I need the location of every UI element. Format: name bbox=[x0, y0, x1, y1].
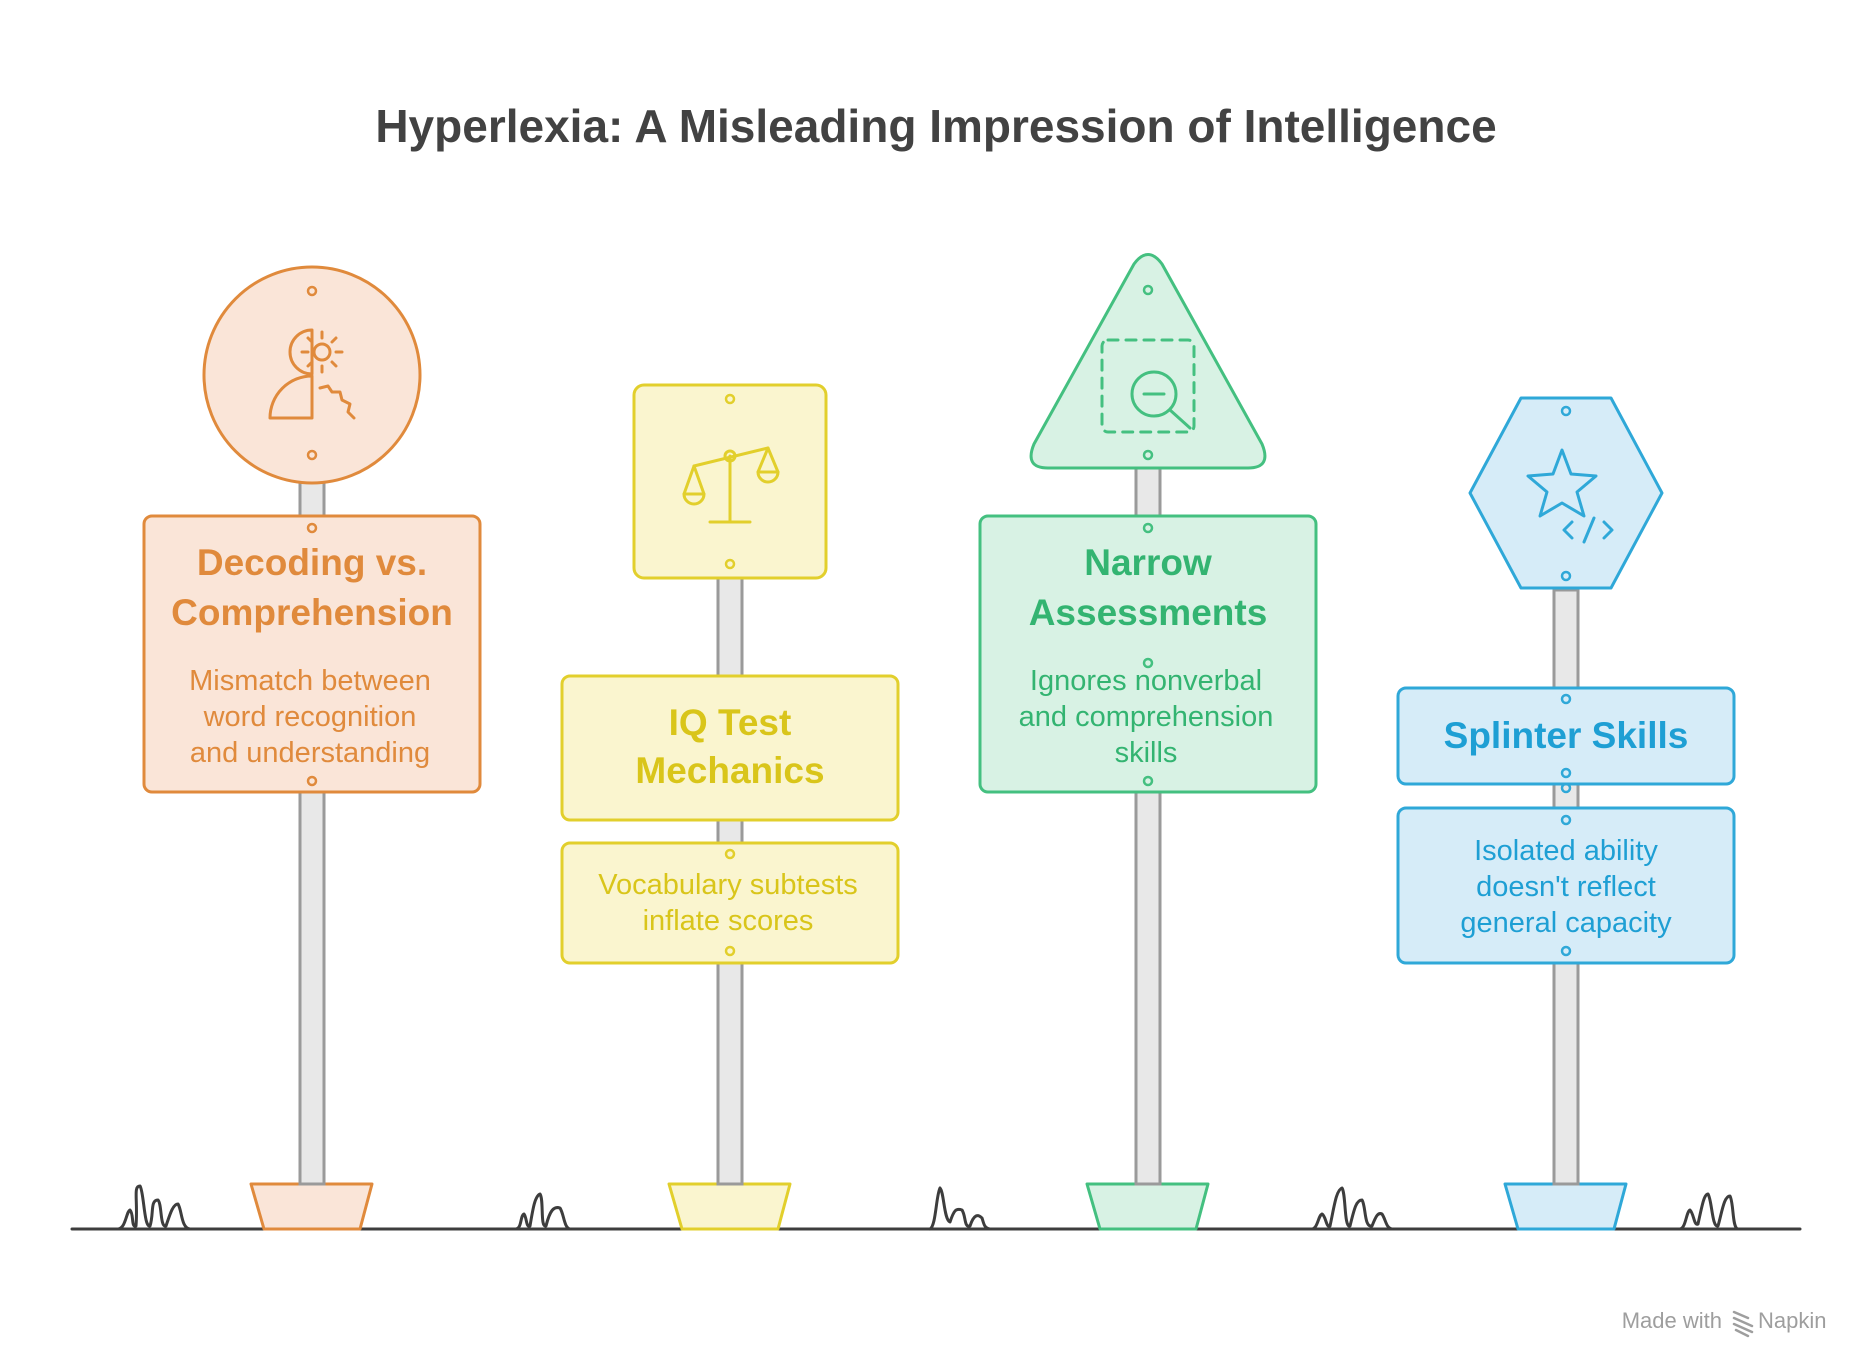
page-title: Hyperlexia: A Misleading Impression of I… bbox=[375, 100, 1496, 152]
rivet bbox=[724, 848, 736, 860]
rivet bbox=[1560, 814, 1572, 826]
rivet bbox=[724, 558, 736, 570]
sign-card bbox=[560, 841, 900, 965]
sign-heading: IQ Test bbox=[669, 702, 792, 743]
signpost-base bbox=[667, 1182, 792, 1231]
rivet bbox=[1560, 570, 1572, 582]
sign-description: inflate scores bbox=[643, 905, 814, 937]
rivet bbox=[1560, 945, 1572, 957]
sign-card bbox=[978, 514, 1318, 794]
sign-card bbox=[142, 514, 482, 794]
sign-heading: Mechanics bbox=[635, 750, 824, 791]
signpost-narrow-assessments: Narrow Assessments Ignores nonverbal and… bbox=[978, 253, 1318, 1231]
rivet bbox=[1560, 767, 1572, 779]
rivet bbox=[1142, 522, 1154, 534]
rivet bbox=[306, 775, 318, 787]
sign-description: and understanding bbox=[190, 737, 430, 769]
sign-card bbox=[560, 674, 900, 822]
star-code-icon bbox=[1526, 448, 1614, 544]
rivet bbox=[1142, 449, 1154, 461]
rivet bbox=[306, 522, 318, 534]
sign-description: and comprehension bbox=[1019, 701, 1274, 733]
signpost-base bbox=[1085, 1182, 1210, 1231]
sign-heading: Narrow bbox=[1084, 542, 1212, 583]
signpost-splinter-skills: Splinter Skills Isolated ability doesn't… bbox=[1396, 396, 1736, 1231]
napkin-watermark: Made with Napkin bbox=[1622, 1308, 1826, 1338]
sign-description: skills bbox=[1115, 737, 1178, 769]
magnifier-zoom-out-icon bbox=[1100, 338, 1196, 434]
sign-heading: Comprehension bbox=[171, 592, 453, 633]
grass-tuft bbox=[116, 1184, 192, 1231]
sign-heading: Assessments bbox=[1029, 592, 1268, 633]
hexagon-sign bbox=[1468, 396, 1664, 590]
grass-tuft bbox=[928, 1186, 992, 1231]
sign-description: Mismatch between bbox=[189, 665, 431, 697]
sign-description: Ignores nonverbal bbox=[1030, 665, 1262, 697]
rivet bbox=[1142, 284, 1154, 296]
brain-gear-icon bbox=[268, 328, 356, 420]
napkin-logo-icon bbox=[1732, 1310, 1754, 1338]
rivet bbox=[1142, 775, 1154, 787]
signpost-base bbox=[1503, 1182, 1628, 1231]
balance-scale-icon bbox=[682, 446, 780, 524]
rivet bbox=[1560, 405, 1572, 417]
sign-description: Vocabulary subtests bbox=[598, 869, 858, 901]
sign-description: doesn't reflect bbox=[1476, 871, 1656, 903]
sign-description: Isolated ability bbox=[1474, 835, 1658, 867]
rivet bbox=[1142, 657, 1154, 669]
signpost-decoding-vs-comprehension: Decoding vs. Comprehension Mismatch betw… bbox=[142, 265, 482, 1231]
made-with-label: Made with bbox=[1622, 1308, 1722, 1333]
grass-tuft bbox=[514, 1192, 572, 1231]
grass-tuft bbox=[1678, 1192, 1740, 1231]
signpost-base bbox=[249, 1182, 374, 1231]
sign-card bbox=[1396, 806, 1736, 965]
rivet bbox=[724, 945, 736, 957]
rivet bbox=[306, 285, 318, 297]
rivet bbox=[1560, 693, 1572, 705]
sign-heading: Decoding vs. bbox=[197, 542, 427, 583]
rivet bbox=[724, 393, 736, 405]
triangle-sign bbox=[1029, 253, 1267, 470]
grass-tuft bbox=[1310, 1186, 1394, 1231]
rivet bbox=[1560, 782, 1572, 794]
napkin-brand: Napkin bbox=[1758, 1308, 1826, 1333]
sign-description: general capacity bbox=[1460, 907, 1672, 939]
rivet bbox=[306, 449, 318, 461]
sign-heading: Splinter Skills bbox=[1444, 715, 1689, 756]
signpost-iq-test-mechanics: IQ Test Mechanics Vocabulary subtests in… bbox=[560, 383, 900, 1231]
sign-description: word recognition bbox=[203, 701, 417, 733]
